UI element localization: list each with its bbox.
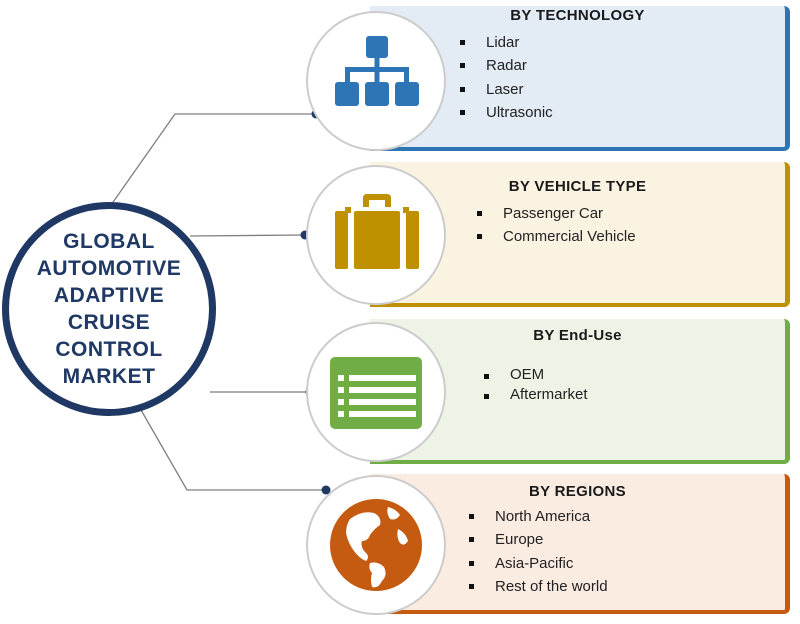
vehicle-type-icon-disc — [306, 165, 446, 305]
segment-item: Lidar — [458, 31, 553, 54]
segment-item: Commercial Vehicle — [475, 225, 636, 248]
segment-item: North America — [467, 505, 608, 528]
segment-title: BY End-Use — [533, 327, 622, 344]
segment-item: Laser — [458, 78, 553, 101]
segment-item: Passenger Car — [475, 202, 636, 225]
segment-item: Asia-Pacific — [467, 552, 608, 575]
hub-title: GLOBAL AUTOMOTIVE ADAPTIVE CRUISE CONTRO… — [36, 230, 182, 388]
segment-items: Passenger Car Commercial Vehicle — [475, 202, 636, 249]
central-hub: GLOBAL AUTOMOTIVE ADAPTIVE CRUISE CONTRO… — [2, 202, 216, 416]
list-window-icon — [330, 357, 422, 429]
hierarchy-icon — [335, 36, 419, 106]
segment-item: Ultrasonic — [458, 101, 553, 124]
segment-title: BY REGIONS — [529, 483, 626, 500]
segment-item: OEM — [482, 365, 588, 385]
end-use-icon-disc — [306, 322, 446, 462]
segment-item: Aftermarket — [482, 385, 588, 405]
segment-title: BY VEHICLE TYPE — [508, 178, 647, 195]
segment-item: Rest of the world — [467, 575, 608, 598]
segment-title: BY TECHNOLOGY — [510, 7, 645, 24]
segment-items: OEM Aftermarket — [482, 365, 588, 405]
segment-item: Europe — [467, 528, 608, 551]
segment-items: North America Europe Asia-Pacific Rest o… — [467, 505, 608, 598]
segment-items: Lidar Radar Laser Ultrasonic — [458, 31, 553, 124]
segment-item: Radar — [458, 54, 553, 77]
technology-icon-disc — [306, 11, 446, 151]
briefcase-icon — [335, 194, 419, 269]
regions-icon-disc — [306, 475, 446, 615]
globe-icon — [330, 499, 422, 591]
